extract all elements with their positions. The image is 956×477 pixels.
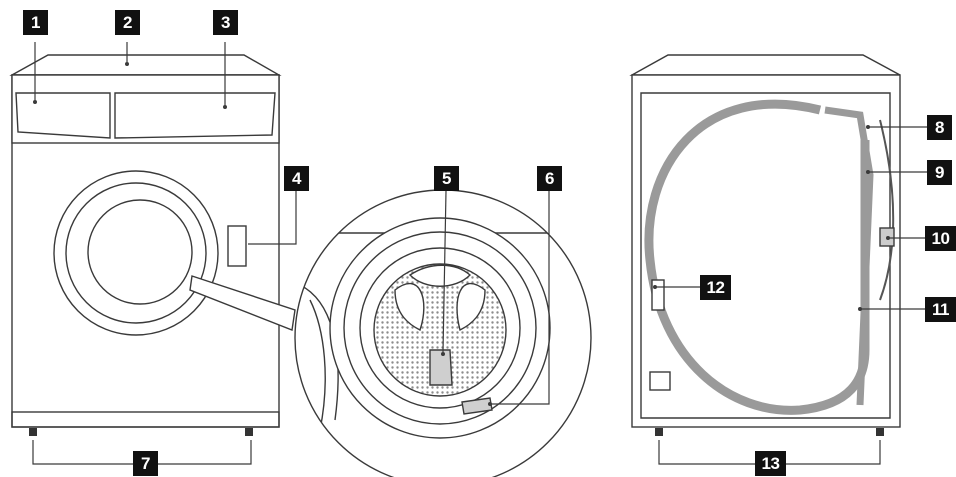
detergent-drawer [15, 92, 111, 139]
inset-drum-paddle-left [394, 282, 425, 331]
front-view-machine [9, 54, 282, 436]
hose-clip [651, 279, 665, 311]
zoom-connector-wedge [189, 275, 296, 331]
inset-lint-cap [461, 397, 493, 415]
callout-10: 10 [925, 226, 956, 251]
callout-1: 1 [23, 10, 48, 35]
callout-13: 13 [755, 451, 786, 476]
inlet-hose [824, 106, 874, 406]
back-cabinet [631, 74, 901, 428]
callout-6: 6 [537, 166, 562, 191]
back-panel-recess [640, 92, 891, 419]
door-handle [227, 225, 247, 267]
callout-9: 9 [927, 160, 952, 185]
drain-hose-loop [644, 99, 870, 415]
callout-7: 7 [133, 451, 158, 476]
inset-tub-rim [343, 231, 537, 425]
front-left-foot [29, 428, 37, 436]
inset-paddle-5 [429, 349, 453, 386]
callout-5: 5 [434, 166, 459, 191]
callout-2: 2 [115, 10, 140, 35]
front-right-foot [245, 428, 253, 436]
back-view-machine [629, 54, 901, 436]
callout-4: 4 [284, 166, 309, 191]
back-top-panel [629, 54, 901, 76]
door-glass [87, 199, 193, 305]
callout-11: 11 [925, 297, 956, 322]
inset-drum-paddle-right [456, 282, 486, 332]
control-panel [114, 92, 276, 139]
callout-3: 3 [213, 10, 238, 35]
back-right-foot [876, 428, 884, 436]
transport-bolt-holder [649, 371, 671, 391]
power-cable [879, 119, 895, 301]
inset-drum-gasket [359, 247, 521, 409]
callout-8: 8 [927, 115, 952, 140]
inset-drum-paddle-top [408, 264, 472, 287]
front-plinth [11, 411, 280, 428]
front-top-panel [9, 54, 282, 76]
door-middle-ring [65, 182, 207, 324]
back-left-foot [655, 428, 663, 436]
callout-12: 12 [700, 275, 731, 300]
leader-markers [33, 62, 890, 406]
